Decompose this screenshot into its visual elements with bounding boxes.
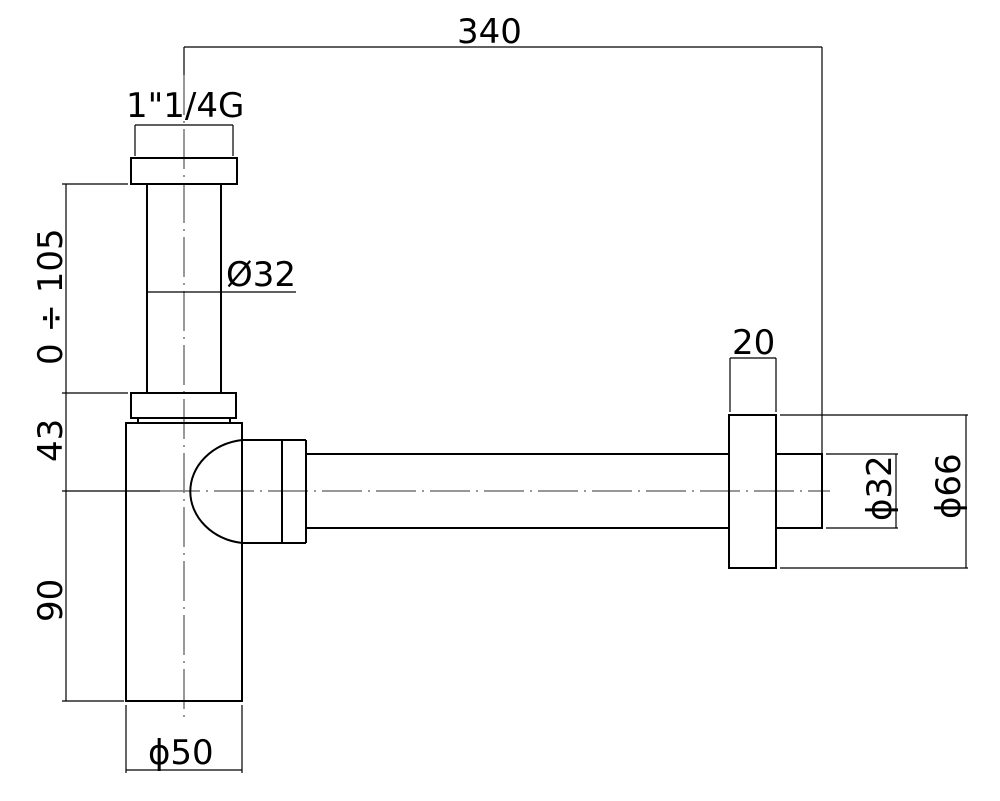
label-body-height: 90 [31, 579, 71, 622]
elbow-curve [189, 439, 243, 544]
centerlines [160, 75, 830, 722]
label-flange-diameter: ϕ66 [929, 453, 969, 519]
label-upper-pipe-diameter: Ø32 [226, 255, 296, 295]
label-thread-size: 1"1/4G [126, 86, 244, 126]
label-flange-thickness: 20 [732, 323, 775, 363]
dimension-lines [62, 46, 968, 773]
dimension-labels: 340 1"1/4G Ø32 0 ÷ 105 43 90 ϕ50 20 ϕ32 … [31, 12, 969, 773]
label-body-diameter: ϕ50 [148, 733, 214, 773]
label-nut-to-axis: 43 [31, 419, 71, 462]
wall-stub [775, 453, 823, 529]
bottle-body [125, 422, 243, 702]
label-height-adjust-range: 0 ÷ 105 [31, 228, 71, 365]
trap-body [125, 157, 823, 702]
label-overall-projection: 340 [457, 12, 522, 52]
label-outlet-pipe-diameter: ϕ32 [860, 455, 900, 521]
